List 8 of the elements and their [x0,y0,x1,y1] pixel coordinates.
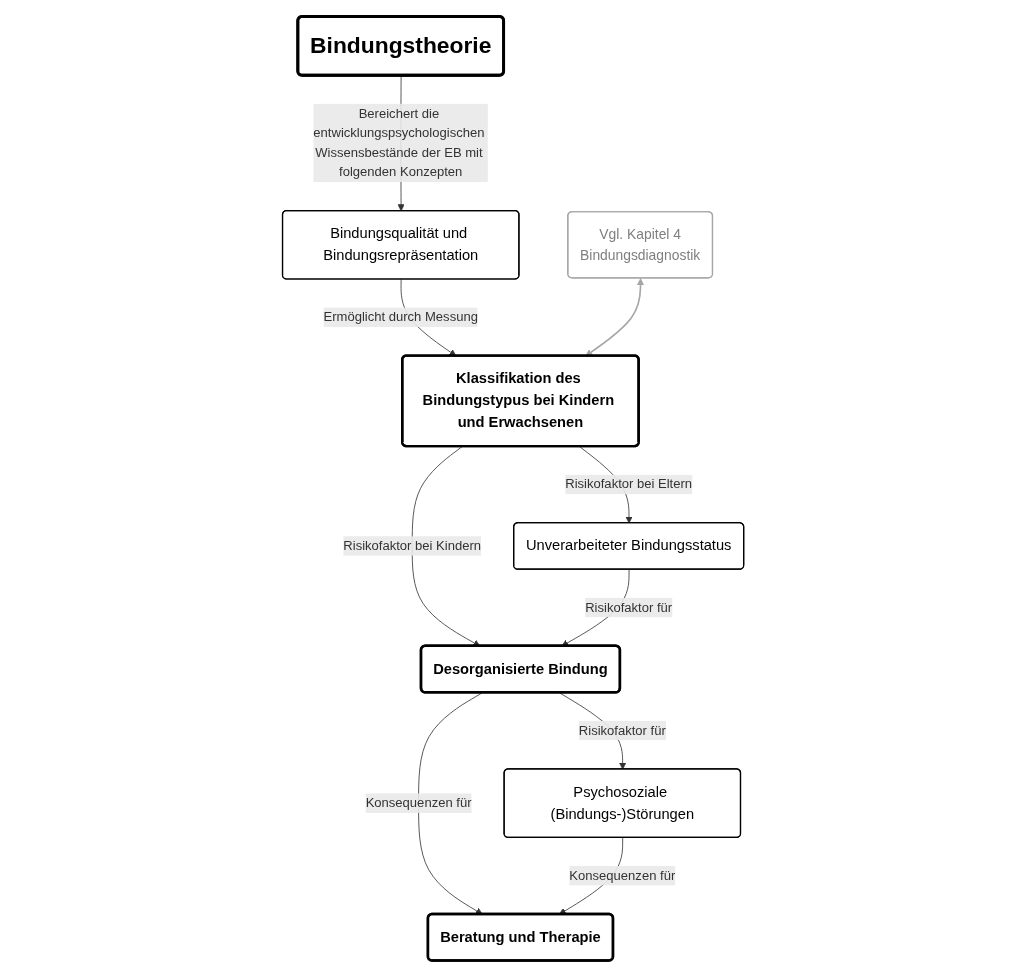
edge-label: Bereichert die entwicklungspsychologischen Wissensbestände der EB mit folgenden Konzepten [313,106,485,179]
edge-label: Risikofaktor für [578,723,666,738]
edge-label: Konsequenzen für [365,795,472,810]
edge-label: Ermöglicht durch Messung [323,309,478,324]
edge-label: Risikofaktor für [585,600,673,615]
edge-label: Konsequenzen für [569,868,676,883]
edge-label: Risikofaktor bei Eltern [565,477,692,491]
edge-label: Risikofaktor bei Kindern [343,538,481,553]
